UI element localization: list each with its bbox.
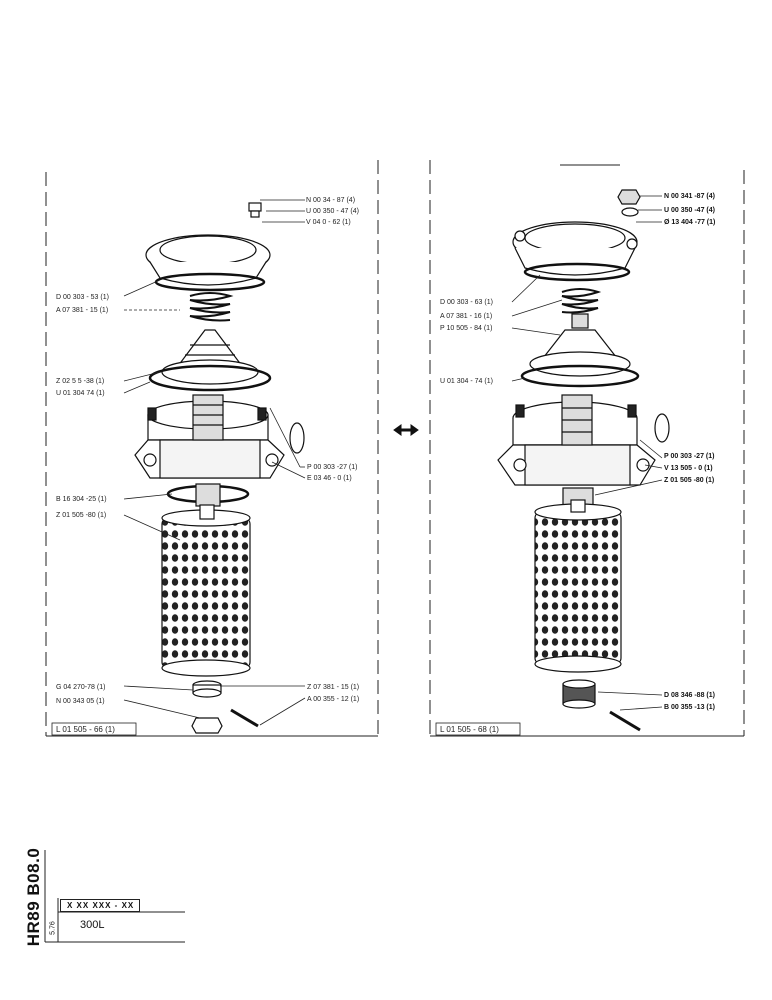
title-block-lines	[44, 850, 185, 943]
left-label-spring: A 07 381 - 15 (1)	[56, 307, 108, 314]
left-label-gasket: B 16 304 -25 (1)	[56, 496, 107, 503]
left-label-nut-bottom: N 00 343 05 (1)	[56, 698, 105, 705]
left-label-seal-bottom: G 04 270-78 (1)	[56, 684, 105, 691]
right-label-vent: Ø 13 404 -77 (1)	[664, 219, 715, 226]
model-name: 300L	[80, 919, 105, 931]
right-filter-assembly	[497, 189, 670, 732]
drawing-date: 5.76	[49, 921, 57, 935]
left-label-head: E 03 46 - 0 (1)	[307, 475, 352, 482]
left-label-o-ring: U 01 304 74 (1)	[56, 390, 105, 397]
left-filter-assembly	[134, 202, 305, 734]
right-label-seal-ring: D 00 303 - 63 (1)	[440, 299, 493, 306]
left-label-plug: P 00 303 -27 (1)	[307, 464, 357, 471]
left-label-filter-element: Z 01 505 -80 (1)	[56, 512, 106, 519]
left-label-nut: N 00 34 - 87 (4)	[306, 197, 355, 204]
right-part-number: L 01 505 - 68 (1)	[440, 725, 499, 734]
right-label-o-ring: U 01 304 - 74 (1)	[440, 378, 493, 385]
right-label-washer: U 00 350 -47 (4)	[664, 207, 715, 214]
right-label-filter-element: Z 01 505 -80 (1)	[664, 477, 714, 484]
left-label-washer: U 00 350 - 47 (4)	[306, 208, 359, 215]
right-label-valve: P 10 505 - 84 (1)	[440, 325, 492, 332]
left-label-screw-bottom: A 00 355 - 12 (1)	[307, 696, 359, 703]
right-leader-lines	[511, 195, 663, 711]
left-view-frame	[45, 160, 379, 737]
right-label-spring: A 07 381 - 16 (1)	[440, 313, 492, 320]
left-label-valve: Z 02 5 5 -38 (1)	[56, 378, 104, 385]
right-part-number-box	[435, 722, 521, 736]
left-part-number: L 01 505 - 66 (1)	[56, 725, 115, 734]
right-label-head: V 13 505 - 0 (1)	[664, 465, 713, 472]
drawing-code: HR89 B08.0	[24, 847, 43, 947]
left-leader-lines	[123, 199, 306, 726]
left-label-spring-bottom: Z 07 381 - 15 (1)	[307, 684, 359, 691]
left-label-seal-ring: D 00 303 - 53 (1)	[56, 294, 109, 301]
right-label-cap: D 08 346 -88 (1)	[664, 692, 715, 699]
right-view-frame	[429, 160, 745, 737]
right-label-plug: P 00 303 -27 (1)	[664, 453, 714, 460]
right-label-nut: N 00 341 -87 (4)	[664, 193, 715, 200]
left-part-number-box	[51, 722, 137, 736]
left-label-vent: V 04 0 - 62 (1)	[306, 219, 351, 226]
double-arrow-icon	[393, 424, 419, 436]
number-mask-box: X XX XXX - XX	[60, 899, 140, 912]
number-mask: X XX XXX - XX	[67, 901, 135, 910]
right-label-screw: B 00 355 -13 (1)	[664, 704, 715, 711]
